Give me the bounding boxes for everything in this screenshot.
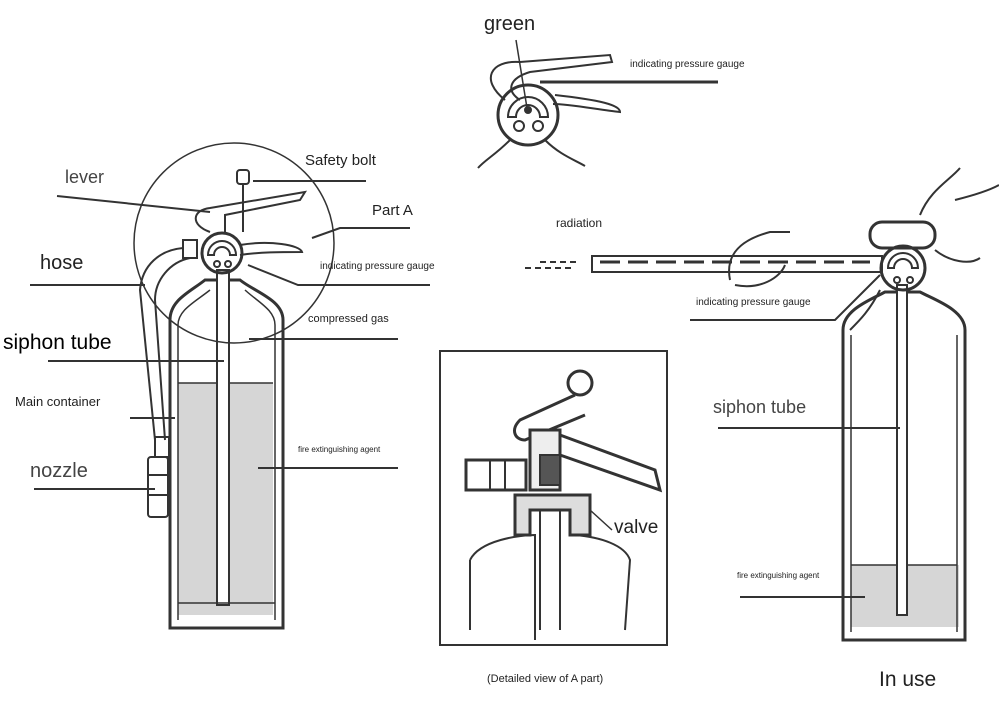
label-part-a: Part A [372, 202, 413, 219]
caption-detail: (Detailed view of A part) [487, 673, 604, 685]
label-safety-bolt: Safety bolt [305, 152, 376, 169]
label-lever: lever [65, 167, 105, 187]
main-extinguisher [133, 142, 335, 630]
label-green: green [484, 13, 536, 35]
label-radiation: radiation [556, 216, 603, 230]
label-hose: hose [40, 252, 84, 274]
label-valve: valve [614, 517, 659, 538]
label-siphon-tube: siphon tube [3, 331, 112, 354]
in-use-extinguisher [525, 167, 999, 642]
top-gauge-view [477, 39, 718, 169]
label-nozzle: nozzle [30, 460, 88, 482]
caption-in-use: In use [879, 668, 937, 691]
label-agent: fire extinguishing agent [298, 445, 381, 454]
main-label-leaders [30, 180, 430, 490]
label-in-use-agent: fire extinguishing agent [737, 571, 820, 580]
detail-view [439, 350, 668, 646]
in-use-label-leaders [690, 274, 900, 598]
label-in-use-gauge: indicating pressure gauge [696, 297, 811, 308]
label-compressed-gas: compressed gas [308, 313, 389, 325]
label-top-gauge: indicating pressure gauge [630, 59, 745, 70]
label-in-use-siphon-tube: siphon tube [713, 397, 807, 417]
label-main-container: Main container [15, 394, 101, 409]
label-main-gauge: indicating pressure gauge [320, 261, 435, 272]
